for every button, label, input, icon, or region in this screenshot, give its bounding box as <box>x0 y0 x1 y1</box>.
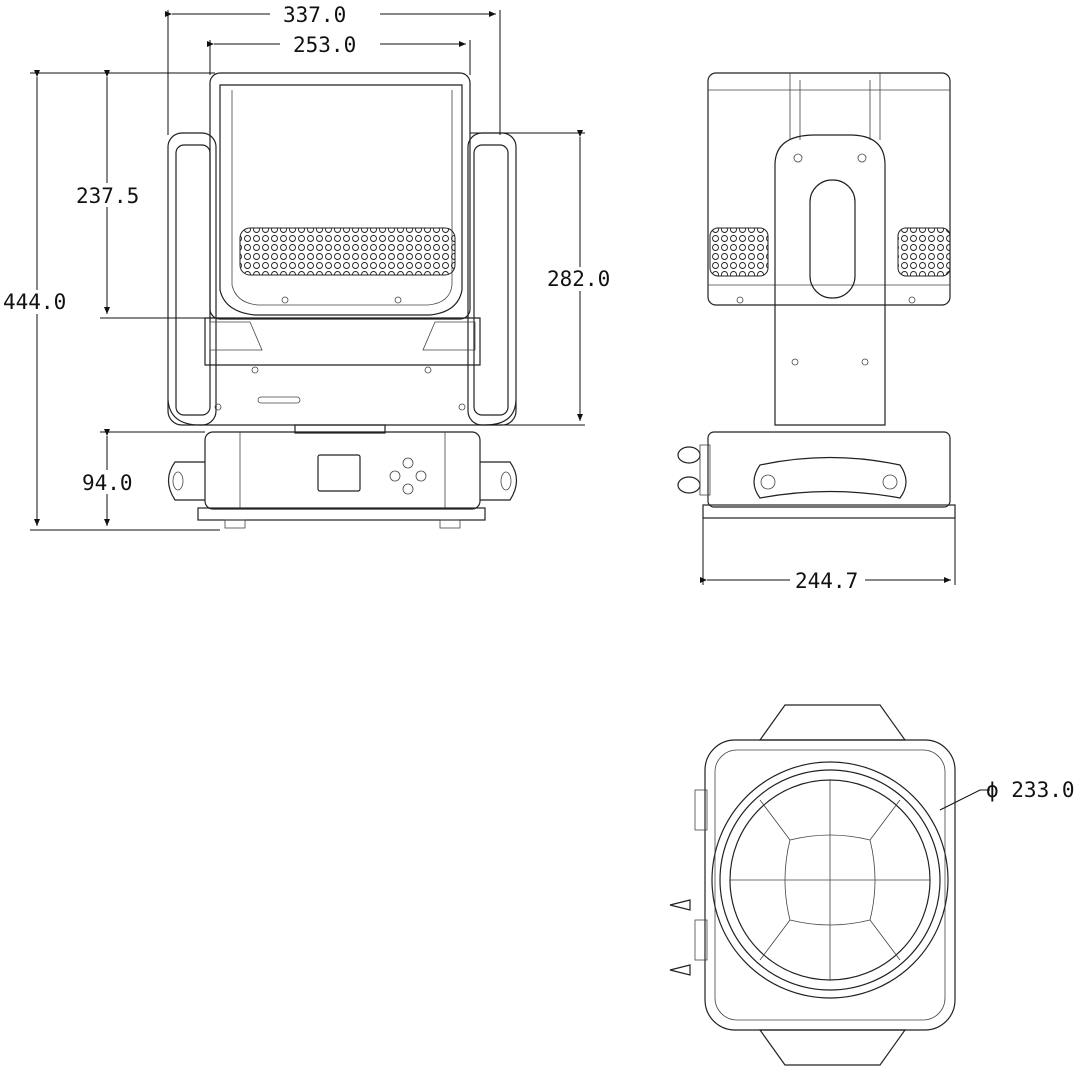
dim-depth: 244.7 <box>795 569 858 593</box>
dim-yoke-height: 282.0 <box>547 267 610 291</box>
side-dimensions: 244.7 <box>700 518 956 593</box>
front-dimensions: 337.0 253.0 237.5 444.0 282.0 94.0 <box>2 2 617 531</box>
dim-head-height: 237.5 <box>76 184 139 208</box>
dim-base-height: 94.0 <box>82 471 133 495</box>
dim-lens-diameter: ϕ 233.0 <box>986 778 1075 802</box>
front-view <box>167 72 518 529</box>
dim-head-width: 253.0 <box>293 33 356 57</box>
display-screen <box>317 454 361 492</box>
dim-overall-width: 337.0 <box>283 3 346 27</box>
side-view <box>677 72 956 519</box>
dim-overall-height: 444.0 <box>3 290 66 314</box>
lens-view: ϕ 233.0 <box>669 704 1075 1066</box>
control-buttons <box>389 457 427 495</box>
